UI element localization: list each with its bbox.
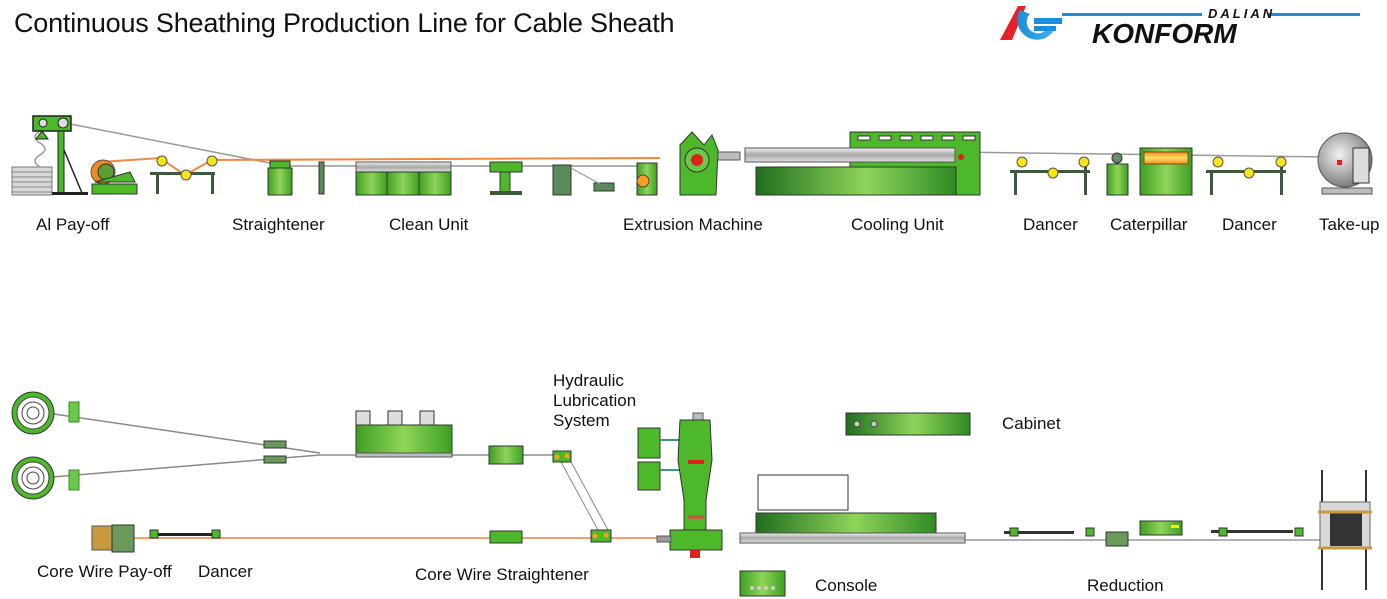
dancer-2-machine xyxy=(1206,156,1287,195)
take-up-machine xyxy=(1317,132,1373,195)
caterpillar-machine xyxy=(1106,147,1193,196)
konform-logo: DALIAN KONFORM xyxy=(1000,6,1360,49)
logo-line-right xyxy=(1268,13,1360,16)
pre-heater xyxy=(489,161,615,196)
label-cooling-unit: Cooling Unit xyxy=(851,215,944,234)
reduction-machines xyxy=(1004,520,1304,547)
rod-coil-1 xyxy=(11,391,80,435)
al-payoff-machine xyxy=(11,115,88,196)
rod-clean-unit xyxy=(355,410,572,465)
page-title: Continuous Sheathing Production Line for… xyxy=(14,8,675,38)
label-cabinet: Cabinet xyxy=(1002,414,1061,433)
core-wire-payoff-machine xyxy=(91,524,221,553)
console-machine xyxy=(739,570,786,597)
core-wire-guide xyxy=(590,529,612,543)
core-wire-straightener-machine xyxy=(489,530,523,544)
label-al-payoff: Al Pay-off xyxy=(36,215,110,234)
conform-extruder xyxy=(656,412,723,558)
label-core-wire-payoff: Core Wire Pay-off xyxy=(37,562,172,581)
straightener-machine xyxy=(267,160,325,196)
logo-city: DALIAN xyxy=(1208,6,1275,21)
label-hydraulic-lubrication-system: Hydraulic Lubrication System xyxy=(553,371,636,431)
label-reduction: Reduction xyxy=(1087,576,1164,595)
label-caterpillar: Caterpillar xyxy=(1110,215,1188,234)
label-take-up: Take-up xyxy=(1319,215,1380,234)
logo-line-left xyxy=(1062,13,1202,16)
lower-cooling-trough xyxy=(739,474,966,544)
rod-coil-2 xyxy=(11,456,80,500)
upper-line xyxy=(11,115,1373,196)
payoff-wheel xyxy=(90,159,138,195)
guide-roller xyxy=(263,440,287,449)
label-console: Console xyxy=(815,576,878,595)
label-line: System xyxy=(553,411,610,430)
aluminum-coil xyxy=(11,166,53,196)
logo-mark-blue xyxy=(1017,10,1054,40)
lower-take-up-machine xyxy=(1318,470,1372,590)
label-extrusion-machine: Extrusion Machine xyxy=(623,215,763,234)
logo-brand: KONFORM xyxy=(1092,18,1237,49)
lower-line xyxy=(11,391,1372,597)
dancer-1-machine xyxy=(1010,156,1090,195)
label-dancer: Dancer xyxy=(198,562,253,581)
guide-roller xyxy=(263,455,287,464)
label-core-wire-straightener: Core Wire Straightener xyxy=(415,565,589,584)
dancer-frame xyxy=(150,155,218,194)
cabinet-machine xyxy=(845,412,971,436)
cooling-unit-machine xyxy=(744,131,981,196)
clean-unit-machine xyxy=(355,161,452,196)
label-dancer-2: Dancer xyxy=(1222,215,1277,234)
hydraulic-units xyxy=(637,427,680,491)
spring-wire xyxy=(34,130,46,168)
label-clean-unit: Clean Unit xyxy=(389,215,469,234)
extrusion-machine xyxy=(636,131,741,196)
wire-gray xyxy=(59,121,271,164)
label-straightener: Straightener xyxy=(232,215,325,234)
label-line: Lubrication xyxy=(553,391,637,410)
label-dancer-1: Dancer xyxy=(1023,215,1078,234)
label-line: Hydraulic xyxy=(553,371,624,390)
